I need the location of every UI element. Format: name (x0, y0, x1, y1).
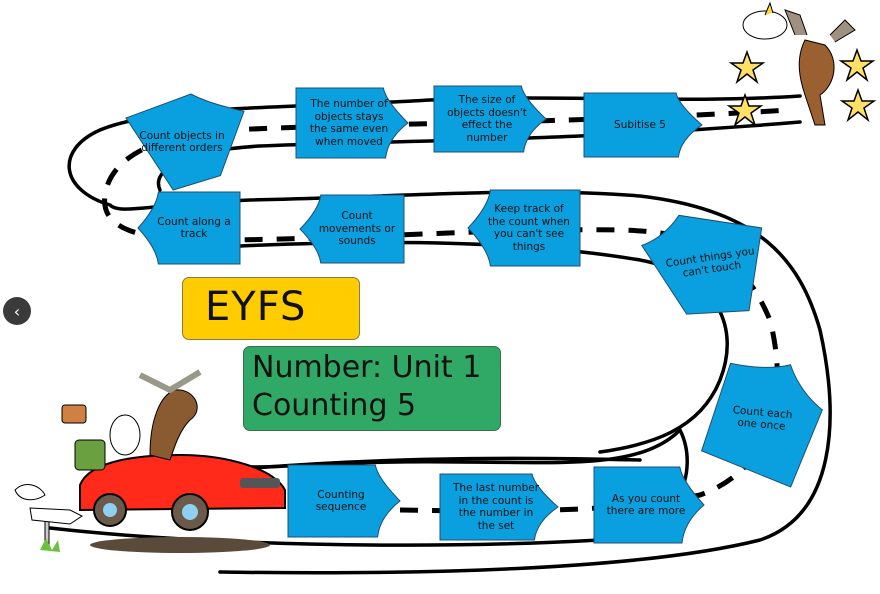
step-label: As you count there are more (606, 492, 686, 518)
step-shape (138, 192, 240, 264)
step-shape (300, 195, 404, 263)
star-icon (726, 92, 764, 128)
step-card: Counting sequence (288, 465, 400, 537)
step-label: Count each one once (732, 403, 793, 433)
step-card: Subitise 5 (584, 93, 702, 157)
step-shape (440, 474, 558, 540)
step-label: Count along a track (157, 215, 231, 241)
step-card: As you count there are more (594, 467, 704, 543)
step-shape (699, 348, 832, 489)
star-icon (838, 47, 876, 83)
step-label: The last number in the count is the numb… (452, 482, 540, 532)
step-card: Count each one once (712, 360, 818, 478)
step-label: Count objects in different orders (139, 129, 225, 155)
step-card: The number of objects stays the same eve… (296, 88, 408, 158)
chevron-left-icon: ‹ (13, 301, 21, 321)
step-card: Count things you can't touch (656, 205, 772, 321)
step-label: The number of objects stays the same eve… (309, 98, 389, 148)
road-centre-line (102, 107, 791, 514)
unit-title-box: Number: Unit 1 Counting 5 (243, 346, 501, 431)
step-shape (594, 467, 704, 543)
unit-title-line2: Counting 5 (252, 388, 417, 423)
step-shape (637, 186, 791, 340)
step-label: Subitise 5 (614, 118, 666, 131)
previous-slide-button[interactable]: ‹ (3, 297, 31, 325)
star-icon (728, 49, 766, 85)
step-card: Count along a track (138, 192, 240, 264)
step-label: Counting sequence (315, 488, 367, 514)
car-illustration (14, 369, 286, 553)
stage-title-box: EYFS (182, 277, 360, 340)
step-card: Count movements or sounds (300, 195, 404, 263)
step-shape (584, 93, 702, 157)
step-card: The last number in the count is the numb… (440, 474, 558, 540)
step-label: Count movements or sounds (318, 210, 396, 248)
step-shape (126, 94, 244, 190)
step-card: Count objects in different orders (126, 94, 244, 190)
finish-illustration (726, 1, 877, 128)
step-shape (468, 190, 580, 266)
unit-title-line1: Number: Unit 1 (252, 350, 482, 385)
step-shape (296, 88, 408, 158)
step-label: Count things you can't touch (664, 244, 756, 280)
step-shape (434, 86, 546, 152)
step-shape (288, 465, 400, 537)
stage-title: EYFS (205, 284, 307, 330)
star-icon (839, 87, 877, 123)
step-label: Keep track of the count when you can't s… (488, 203, 570, 253)
step-card: Keep track of the count when you can't s… (468, 190, 580, 266)
step-card: The size of objects doesn't effect the n… (434, 86, 546, 152)
step-label: The size of objects doesn't effect the n… (447, 94, 527, 144)
